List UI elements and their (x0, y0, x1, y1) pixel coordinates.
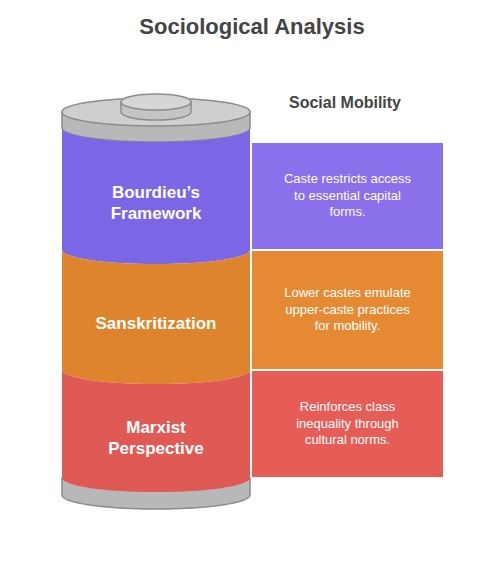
band-fill (62, 250, 250, 384)
band-title: Bourdieu’s Framework (81, 182, 231, 225)
cylinder-band: Bourdieu’s Framework (62, 128, 250, 264)
box-text: Reinforces class inequality through cult… (278, 399, 418, 450)
description-box: Reinforces class inequality through cult… (252, 371, 443, 477)
box-text: Lower castes emulate upper-caste practic… (278, 285, 418, 336)
cylinder-band: Marxist Perspective (62, 370, 250, 492)
description-box: Caste restricts access to essential capi… (252, 143, 443, 249)
cylinder-knob-top (121, 94, 191, 110)
description-box: Lower castes emulate upper-caste practic… (252, 251, 443, 369)
band-fill (62, 128, 250, 264)
box-text: Caste restricts access to essential capi… (278, 171, 418, 222)
cylinder-band: Sanskritization (62, 250, 250, 384)
band-title: Sanskritization (81, 313, 231, 334)
band-fill (62, 370, 250, 492)
band-title: Marxist Perspective (81, 417, 231, 460)
column-header: Social Mobility (270, 94, 420, 112)
diagram-title: Sociological Analysis (0, 14, 504, 40)
